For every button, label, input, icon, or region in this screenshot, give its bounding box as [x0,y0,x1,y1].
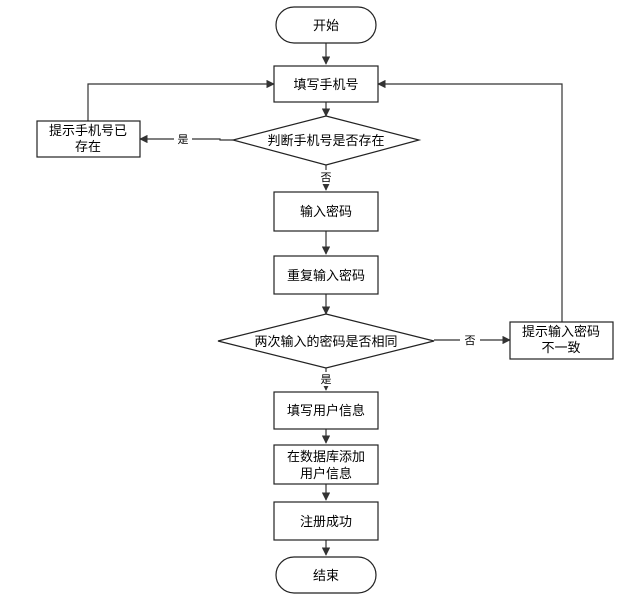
node-repeat-password [273,255,379,295]
node-repeat-password-label: 重复输入密码 [287,268,365,284]
node-enter-password [273,191,379,232]
node-phone-exists-line1: 提示手机号已 [49,123,127,139]
decision-check-phone-label: 判断手机号是否存在 [267,134,384,149]
node-phone-exists [36,120,141,158]
edge-label-phone-yes: 是 [178,133,189,146]
decision-check-phone [230,115,422,166]
node-db-add-user [273,444,379,485]
node-password-mismatch-line2: 不一致 [541,341,580,356]
decision-compare-passwords-label: 两次输入的密码是否相同 [254,334,397,350]
node-password-mismatch [509,321,614,360]
edge-label-phone-no: 否 [321,171,332,184]
node-fill-user-info [273,391,379,430]
node-phone-exists-line2: 存在 [75,140,101,155]
node-password-mismatch-line1: 提示输入密码 [522,324,600,340]
edge-exists-loop-to-phone [87,79,275,121]
node-register-success [273,501,379,541]
node-start [275,6,377,44]
node-fill-phone-label: 填写手机号 [293,78,358,93]
node-enter-password-label: 输入密码 [300,204,352,220]
node-start-label: 开始 [313,19,339,34]
decision-compare-passwords [217,313,435,369]
node-end-label: 结束 [313,569,339,584]
node-db-add-user-line2: 用户信息 [300,466,352,482]
edge-mismatch-loop-to-phone [377,79,563,322]
node-register-success-label: 注册成功 [300,515,352,530]
node-end [275,556,377,594]
edge-label-compare-no: 否 [465,334,476,347]
node-fill-user-info-label: 填写用户信息 [287,403,365,419]
node-db-add-user-line1: 在数据库添加 [287,449,365,465]
edge-label-compare-yes: 是 [321,373,332,386]
node-fill-phone [273,65,379,103]
